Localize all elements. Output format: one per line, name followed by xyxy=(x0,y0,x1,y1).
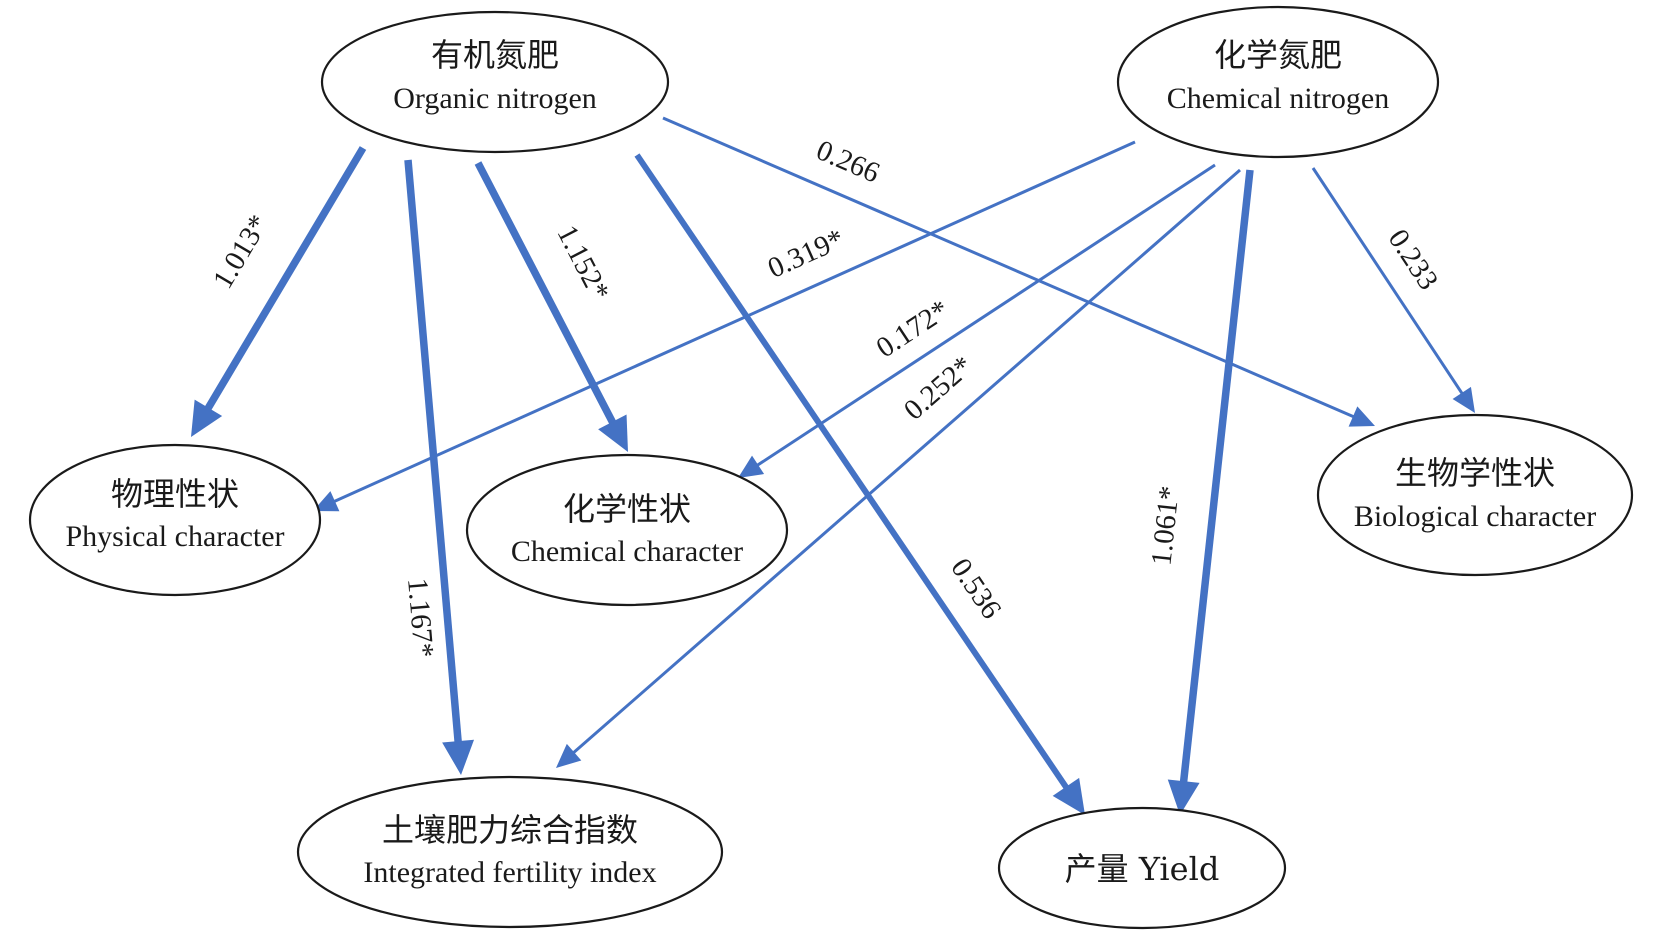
node-organic-nitrogen-label-zh: 有机氮肥 xyxy=(431,36,559,74)
edge-organic-to-physical: 1.013* xyxy=(191,146,367,437)
node-physical-character: 物理性状 Physical character xyxy=(28,443,322,597)
arrowhead-organic-to-biological-character xyxy=(1348,406,1375,427)
edge-chemical-to-biological-character: 0.233 xyxy=(1311,167,1475,413)
arrowhead-chemical-to-yield xyxy=(1167,779,1200,815)
node-integrated-fertility-index-ellipse xyxy=(296,775,724,929)
node-chemical-nitrogen-ellipse xyxy=(1116,5,1440,159)
node-biological-character-label-en: Biological character xyxy=(1354,500,1596,533)
edges-layer: 1.013* 1.167* 1.152* 0.536 0.2660.319*0.172*… xyxy=(191,116,1475,815)
arrowhead-chemical-to-fertility xyxy=(556,743,582,768)
edge-line-organic-to-fertility xyxy=(404,159,462,744)
node-biological-character: 生物学性状 Biological character xyxy=(1316,413,1634,577)
edge-line-organic-to-biological-character xyxy=(662,116,1356,419)
edge-line-chemical-to-biological-character xyxy=(1311,167,1465,396)
node-biological-character-ellipse xyxy=(1316,413,1634,577)
edge-chemical-to-physical: 0.319* xyxy=(313,140,1136,512)
edge-line-chemical-to-fertility xyxy=(571,168,1241,755)
node-chemical-character-label-en: Chemical character xyxy=(511,535,743,568)
arrowhead-organic-to-fertility xyxy=(442,739,475,775)
arrowhead-organic-to-physical xyxy=(191,399,223,437)
coefficient-label-organic-to-fertility: 1.167* xyxy=(401,577,440,659)
edge-organic-to-fertility: 1.167* xyxy=(401,159,475,775)
coefficient-label-organic-to-biological-character: 0.266 xyxy=(812,134,885,189)
edge-line-organic-to-yield xyxy=(634,153,1070,791)
node-yield-label: 产量 Yield xyxy=(1065,850,1220,888)
node-chemical-character: 化学性状 Chemical character xyxy=(465,453,789,607)
node-physical-character-ellipse xyxy=(28,443,322,597)
node-chemical-character-ellipse xyxy=(465,453,789,607)
node-chemical-character-label-zh: 化学性状 xyxy=(563,490,691,528)
arrowhead-chemical-to-biological-character xyxy=(1452,386,1475,413)
coefficient-label-chemical-to-fertility: 0.252* xyxy=(898,350,979,427)
coefficient-label-chemical-to-chemical-character: 0.172* xyxy=(871,294,955,365)
edge-line-chemical-to-yield xyxy=(1179,169,1254,784)
node-organic-nitrogen-label-en: Organic nitrogen xyxy=(393,82,597,115)
edge-line-chemical-to-chemical-character xyxy=(755,163,1216,468)
arrowhead-organic-to-yield xyxy=(1052,777,1085,815)
coefficient-label-organic-to-yield: 0.536 xyxy=(944,553,1007,625)
node-physical-character-label-zh: 物理性状 xyxy=(111,475,239,513)
node-yield: 产量 Yield xyxy=(997,806,1287,930)
node-organic-nitrogen: 有机氮肥 Organic nitrogen xyxy=(320,10,670,154)
arrowhead-chemical-to-chemical-character xyxy=(738,455,765,478)
node-yield-ellipse xyxy=(997,806,1287,930)
node-integrated-fertility-index-label-en: Integrated fertility index xyxy=(363,856,656,889)
node-physical-character-label-en: Physical character xyxy=(65,520,284,553)
coefficient-label-organic-to-physical: 1.013* xyxy=(207,209,275,294)
node-biological-character-label-zh: 生物学性状 xyxy=(1395,454,1555,492)
arrowhead-chemical-to-physical xyxy=(313,491,340,512)
edge-line-organic-to-physical xyxy=(204,146,367,412)
edge-line-organic-to-chemical-character xyxy=(474,161,617,426)
edge-line-chemical-to-physical xyxy=(332,140,1136,504)
node-chemical-nitrogen-label-en: Chemical nitrogen xyxy=(1167,82,1389,115)
coefficient-label-chemical-to-yield: 1.061* xyxy=(1145,484,1185,567)
node-organic-nitrogen-ellipse xyxy=(320,10,670,154)
coefficient-label-organic-to-chemical-character: 1.152* xyxy=(551,220,616,306)
node-chemical-nitrogen: 化学氮肥 Chemical nitrogen xyxy=(1116,5,1440,159)
node-integrated-fertility-index-label-zh: 土壤肥力综合指数 xyxy=(382,811,638,849)
edge-organic-to-chemical-character: 1.152* xyxy=(474,161,628,452)
node-integrated-fertility-index: 土壤肥力综合指数 Integrated fertility index xyxy=(296,775,724,929)
nodes-layer: 有机氮肥 Organic nitrogen 化学氮肥 Chemical nitr… xyxy=(28,5,1634,930)
edge-chemical-to-yield: 1.061* xyxy=(1145,169,1254,815)
node-chemical-nitrogen-label-zh: 化学氮肥 xyxy=(1214,36,1342,74)
arrowhead-organic-to-chemical-character xyxy=(598,414,628,452)
